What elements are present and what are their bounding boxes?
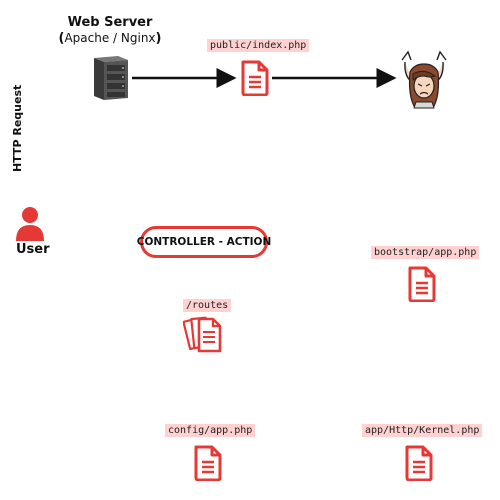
routes-documents-icon xyxy=(183,316,222,353)
bootstrap-document-icon xyxy=(408,266,436,302)
config-document-icon xyxy=(194,445,222,481)
user-icon xyxy=(16,207,44,241)
kernel-file-label: app/Http/Kernel.php xyxy=(362,424,483,437)
controller-action-box: CONTROLLER - ACTION xyxy=(137,226,271,258)
server-subtitle-close: ) xyxy=(155,31,162,46)
server-rack-icon xyxy=(94,56,128,100)
frustrated-developer-icon xyxy=(401,50,447,109)
kernel-document-icon xyxy=(405,445,433,481)
index-document-icon xyxy=(241,60,269,96)
server-title: Web Server xyxy=(67,15,153,30)
server-subtitle-text: Apache / Nginx xyxy=(64,31,156,45)
routes-file-label: /routes xyxy=(183,299,232,312)
server-subtitle: (Apache / Nginx) xyxy=(50,31,170,46)
bootstrap-file-label: bootstrap/app.php xyxy=(371,246,480,259)
http-request-label: HTTP Request xyxy=(11,84,24,172)
user-label: User xyxy=(16,242,50,257)
index-file-label: public/index.php xyxy=(207,39,310,52)
server-subtitle-open: ( xyxy=(58,31,65,46)
config-file-label: config/app.php xyxy=(165,424,256,437)
